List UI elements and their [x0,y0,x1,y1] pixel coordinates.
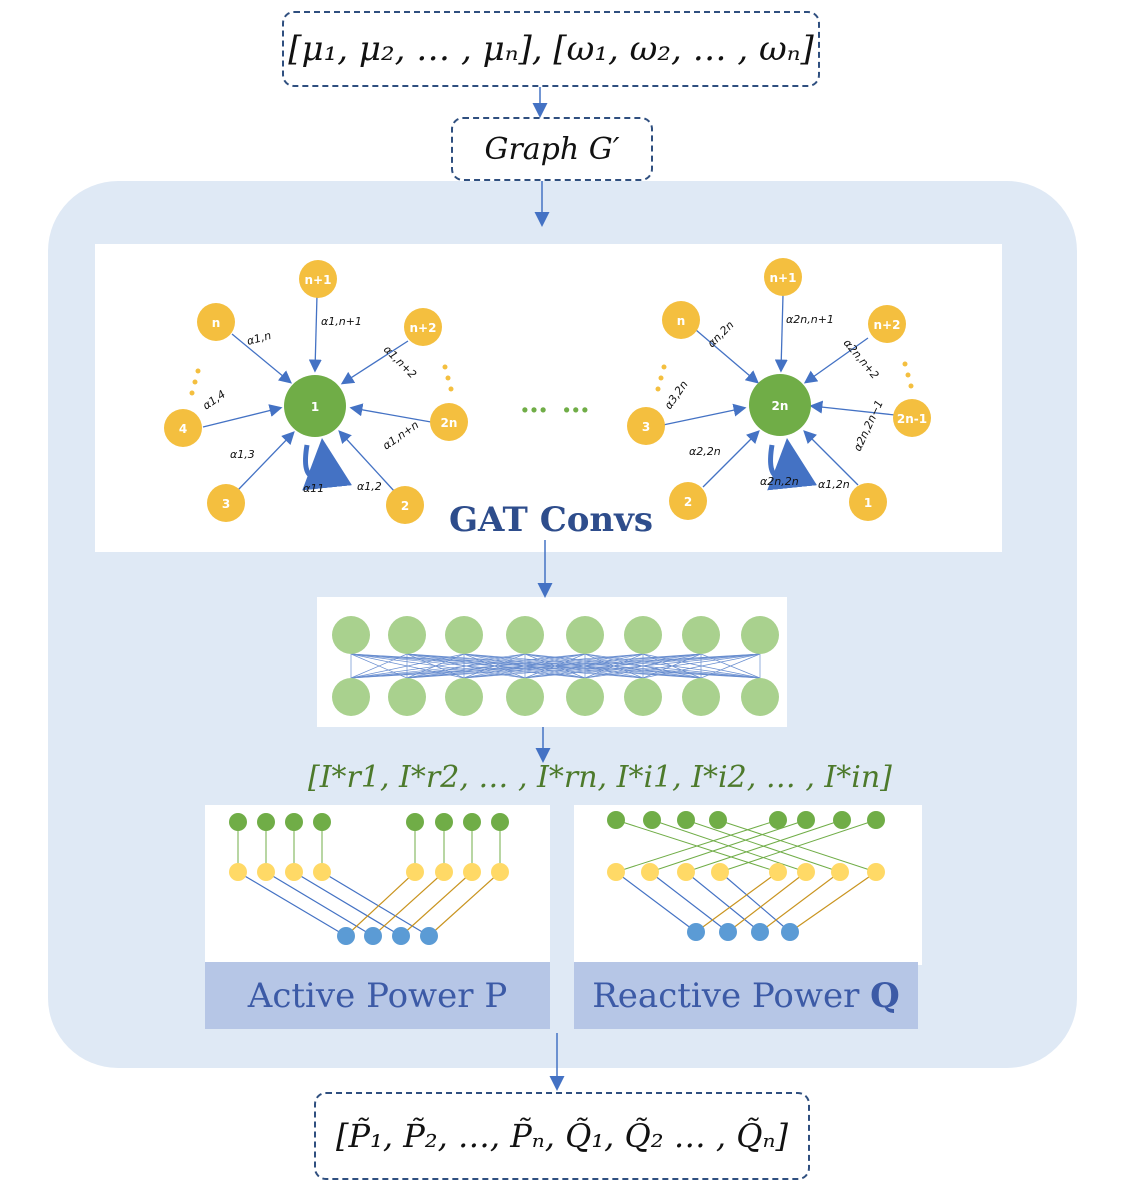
dense-layer [350,653,761,679]
right-edge-label: α3,2n [662,378,691,411]
right-center-node [749,374,811,436]
dense-bottom-nodes [332,678,779,716]
active-power-text: Active Power P [247,975,508,1016]
dense-connection [406,653,761,679]
left-node-label: n [212,316,221,330]
right-attention-graph [627,258,931,521]
left-edge-label: α1,3 [230,448,255,461]
right-node-label: 2n-1 [897,412,927,426]
dense-connection [350,653,702,679]
left-edge-label: α1,4 [200,388,228,413]
right-edge-label: αn,2n [705,319,737,351]
right-center-label: 2n [772,399,789,413]
left-center-node [284,375,346,437]
reactive-power-symbol: Q [870,975,900,1016]
output-vector-box: [P̃₁, P̃₂, …, P̃ₙ, Q̃₁, Q̃₂ … , Q̃ₙ] [314,1092,810,1180]
graph-box: Graph G′ [451,117,653,181]
currents-label: [I*r1, I*r2, … , I*rn, I*i1, I*i2, … , I… [308,760,892,795]
left-edge-label: α1,n+1 [321,315,362,328]
active-power-label: Active Power P [205,962,550,1029]
right-node-label: 2 [684,495,692,509]
right-edge-label: α2n,n+1 [786,313,834,326]
dense-connection [700,653,761,679]
dense-connection [524,653,761,679]
dense-connection [350,653,465,679]
left-edge-label: α1,n+n [380,418,421,452]
dense-connection [642,653,761,679]
graph-text: Graph G′ [484,131,620,167]
dense-top-nodes [332,616,779,654]
gat-convs-title: GAT Convs [449,500,654,540]
dense-connection [350,653,644,679]
left-edge-label: α1,n [245,329,272,348]
left-node-label: 3 [222,497,230,511]
left-edge-label: α1,2 [357,480,382,493]
right-edge-label: α1,2n [818,478,850,491]
reactive-power-label: Reactive Power Q [574,962,918,1029]
left-edge-label: α1,n+2 [381,343,419,381]
left-node-label: 2n [441,416,458,430]
active-power-net [229,813,509,945]
reactive-power-net-box [574,805,922,965]
left-node-label: 4 [179,422,187,436]
between-graphs-dots: … … [520,386,592,419]
output-vector-text: [P̃₁, P̃₂, …, P̃ₙ, Q̃₁, Q̃₂ … , Q̃ₙ] [336,1117,788,1155]
right-edge-label: α2n,2n−1 [851,398,886,453]
left-node-label: n+1 [305,273,332,287]
dense-connection [350,653,526,679]
right-node-label: 1 [864,496,872,510]
right-node-label: n+2 [874,318,901,332]
left-edge-label: α11 [303,482,324,495]
right-node-label: n+1 [770,271,797,285]
dense-connection [350,653,761,679]
left-node-label: n+2 [410,321,437,335]
right-node-label: n [677,314,686,328]
right-node-label: 3 [642,420,650,434]
dense-connection [584,653,761,679]
input-vector-text: [μ₁, μ₂, … , μₙ], [ω₁, ω₂, … , ωₙ] [288,29,814,69]
left-center-label: 1 [311,400,319,414]
dense-connection [350,653,586,679]
left-node-label: 2 [401,499,409,513]
right-edge-label: α2,2n [689,445,721,458]
input-vector-box: [μ₁, μ₂, … , μₙ], [ω₁, ω₂, … , ωₙ] [282,11,820,87]
left-attention-graph [164,260,468,524]
dense-connection [350,653,408,679]
reactive-power-text: Reactive Power [592,975,871,1016]
reactive-power-net [607,811,885,941]
dense-connection [463,653,761,679]
right-edge-label: α2n,2n [760,475,799,488]
